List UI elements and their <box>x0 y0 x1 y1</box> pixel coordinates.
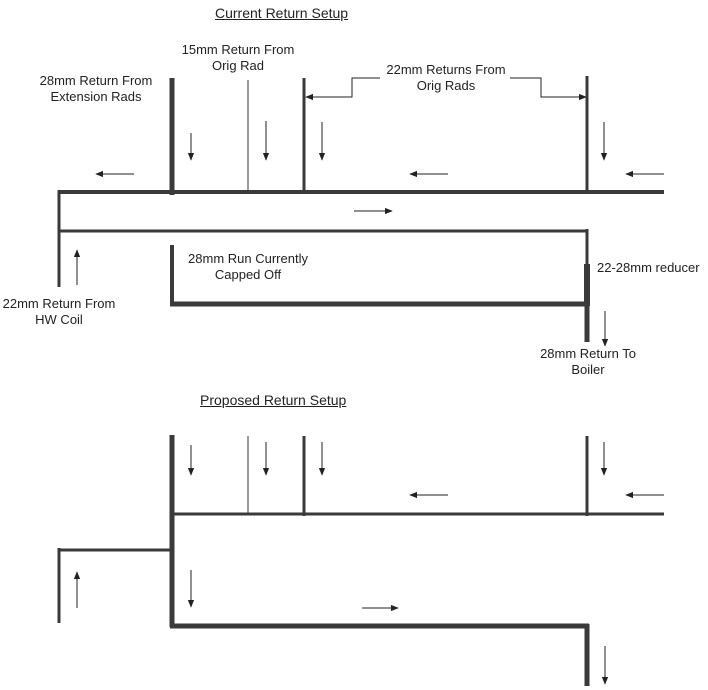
proposed-setup <box>57 435 664 686</box>
current-setup-title: Current Return Setup <box>215 5 349 21</box>
label-22mm-hw-coil: 22mm Return From HW Coil <box>2 296 116 327</box>
proposed-arrows <box>73 442 664 685</box>
label-28mm-boiler: 28mm Return To Boiler <box>540 346 636 377</box>
current-setup <box>57 76 664 342</box>
label-15mm-orig: 15mm Return From Orig Rad <box>181 42 295 73</box>
current-arrows <box>73 77 664 347</box>
label-reducer: 22-28mm reducer <box>597 260 700 275</box>
label-22mm-orig-rads: 22mm Returns From Orig Rads <box>386 62 506 93</box>
label-28mm-extension: 28mm Return From Extension Rads <box>39 73 153 104</box>
label-28mm-capped: 28mm Run Currently Capped Off <box>188 251 308 282</box>
proposed-setup-title: Proposed Return Setup <box>200 392 347 408</box>
